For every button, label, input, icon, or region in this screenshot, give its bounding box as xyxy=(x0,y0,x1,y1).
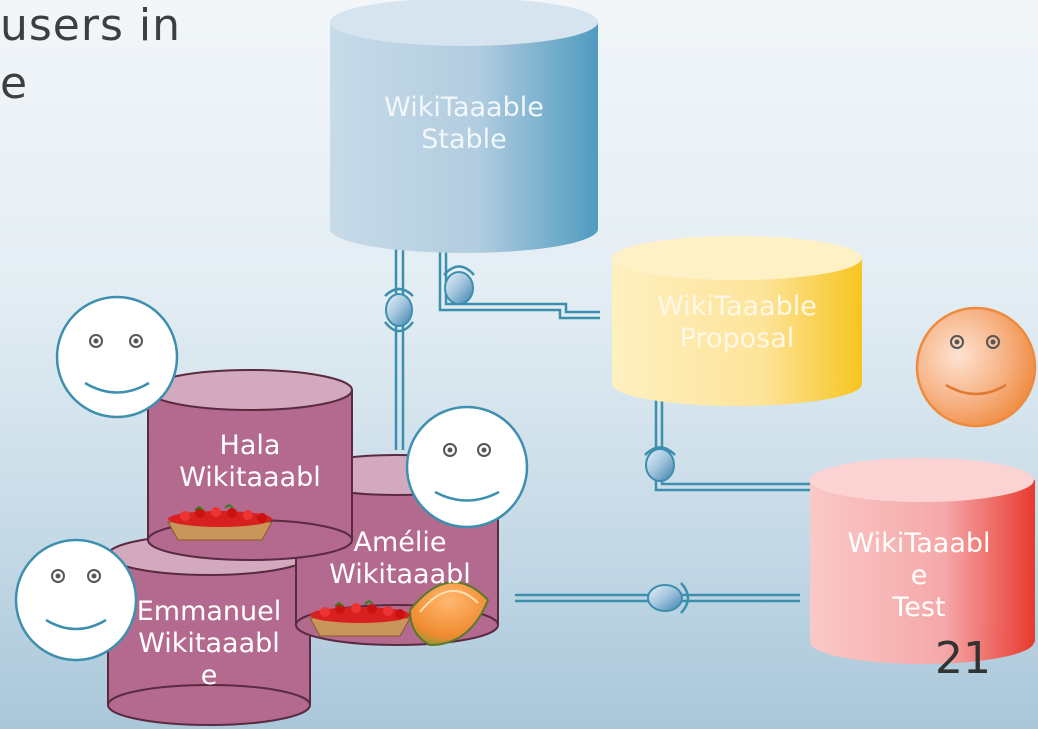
smiley-icon xyxy=(55,295,179,419)
proposal-label-line-1: WikiTaaable xyxy=(657,291,817,322)
melon-icon xyxy=(408,581,490,647)
stable-to-users-line xyxy=(394,236,405,450)
knob-4 xyxy=(647,582,690,614)
emmanuel-label-line-2: Wikitaaabl xyxy=(138,628,280,659)
amelie-label-line-2: Wikitaaabl xyxy=(329,559,471,590)
proposal-to-test-line xyxy=(654,383,810,492)
proposal-database xyxy=(612,236,862,406)
proposal-database-label: WikiTaaable Proposal xyxy=(612,291,862,355)
proposal-label-line-2: Proposal xyxy=(679,323,795,354)
emmanuel-database-label: Emmanuel Wikitaaabl e xyxy=(108,596,310,692)
knob-3 xyxy=(644,446,676,482)
test-database xyxy=(810,458,1035,664)
stable-database xyxy=(330,0,598,253)
stable-label-line-1: WikiTaaable xyxy=(384,92,544,123)
amelie-label-line-1: Amélie xyxy=(353,527,447,558)
strawberry-basket-icon xyxy=(309,599,411,637)
test-label-line-3: Test xyxy=(892,592,946,623)
hala-database-label: Hala Wikitaaabl e xyxy=(150,430,350,526)
emmanuel-label-line-1: Emmanuel xyxy=(136,596,282,627)
slide-title-line-1: users in xyxy=(0,0,181,51)
stable-label-line-2: Stable xyxy=(421,124,507,155)
smiley-orange-icon xyxy=(915,306,1037,428)
amelie-database-label: Amélie Wikitaaabl e xyxy=(300,527,500,623)
test-label-line-1: WikiTaaabl xyxy=(847,528,991,559)
stable-database-label: WikiTaaable Stable xyxy=(340,92,588,156)
slide-title-line-2: e xyxy=(0,58,29,109)
slide-number: 21 xyxy=(935,633,991,684)
test-database-label: WikiTaaabl e Test xyxy=(810,528,1028,624)
knob-1 xyxy=(384,287,414,333)
test-label-line-2: e xyxy=(910,560,928,591)
smiley-icon xyxy=(14,538,138,662)
knob-2 xyxy=(443,265,475,305)
strawberry-basket-icon xyxy=(167,503,273,541)
smiley-icon xyxy=(405,405,529,529)
hala-label-line-2: Wikitaaabl xyxy=(179,462,321,493)
hala-label-line-1: Hala xyxy=(219,430,281,461)
emmanuel-label-line-3: e xyxy=(200,660,218,691)
